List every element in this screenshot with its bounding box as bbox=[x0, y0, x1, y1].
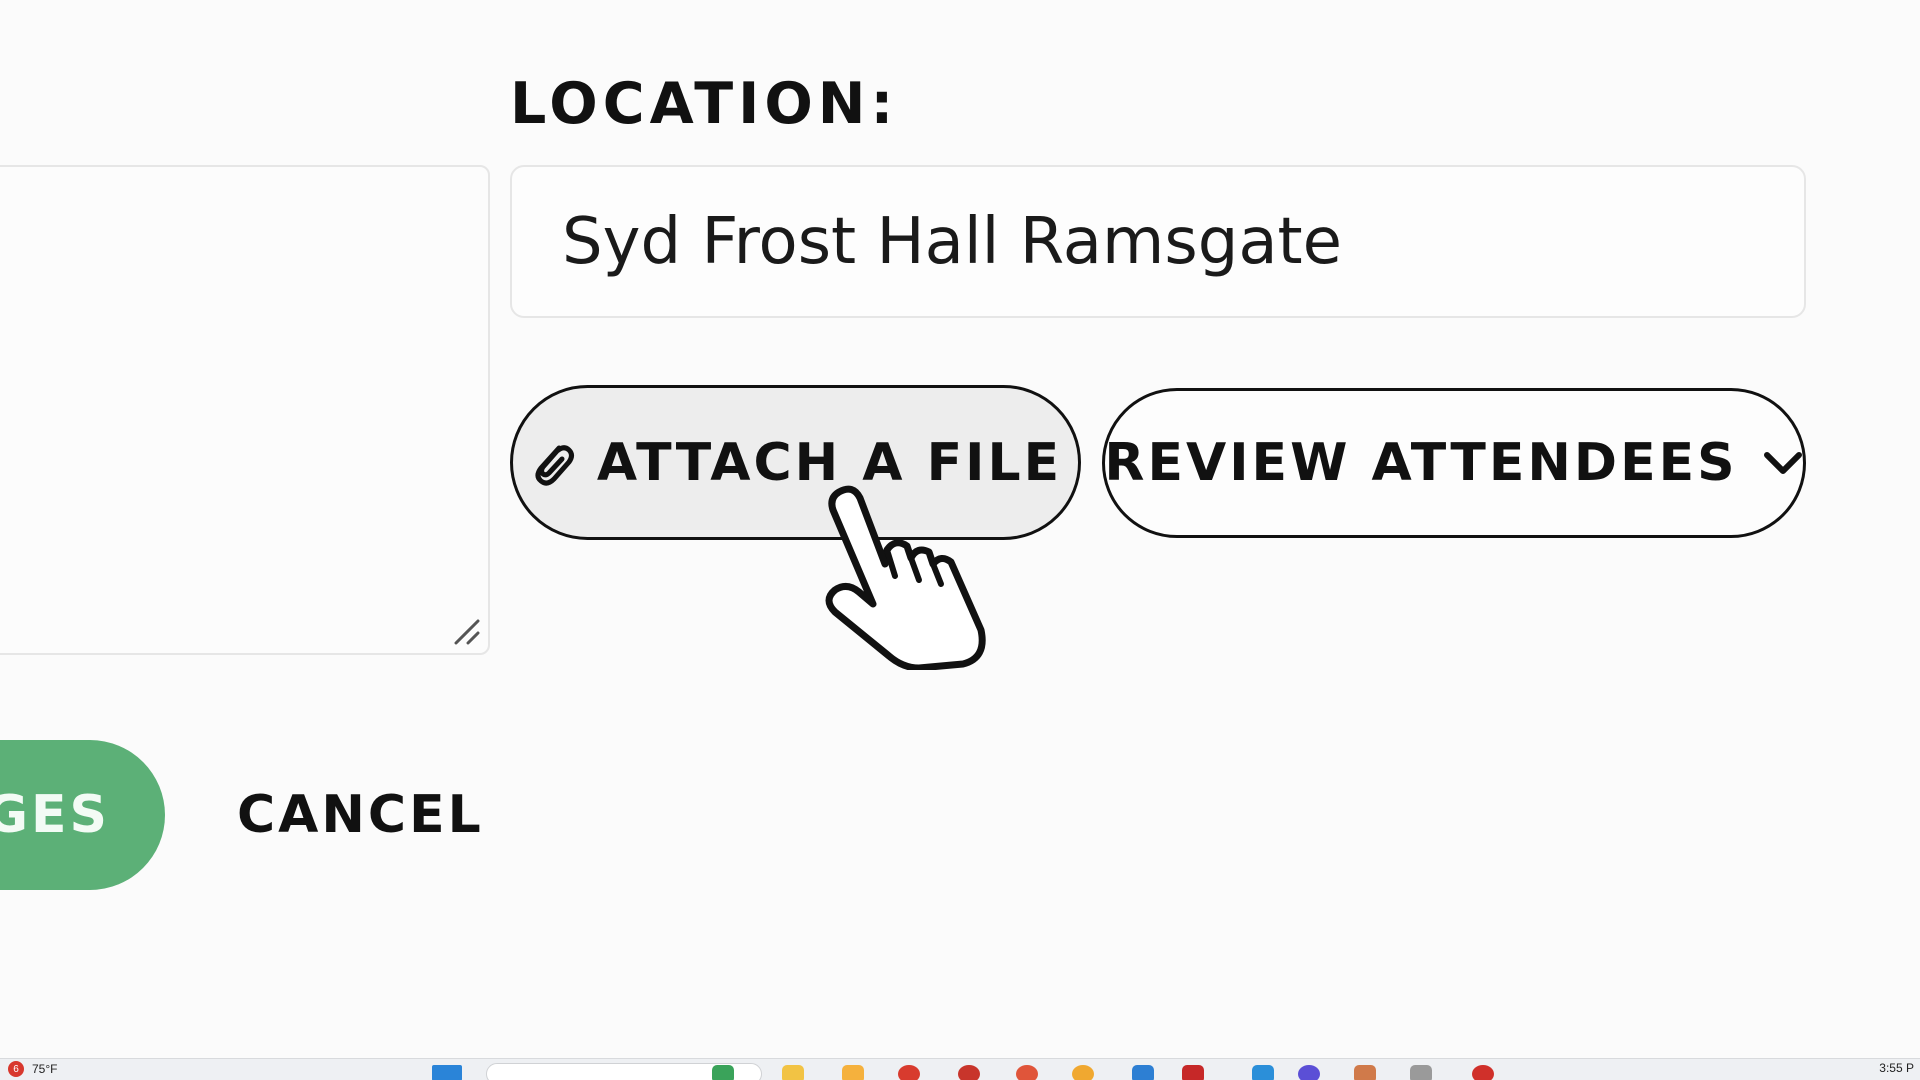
taskbar-app-icon[interactable] bbox=[1016, 1065, 1038, 1080]
attach-file-label: ATTACH A FILE bbox=[596, 432, 1063, 493]
resize-handle-icon[interactable] bbox=[452, 617, 482, 647]
taskbar-app-icon[interactable] bbox=[1472, 1065, 1494, 1080]
taskbar-app-icon[interactable] bbox=[958, 1065, 980, 1080]
taskbar-app-icon[interactable] bbox=[1252, 1065, 1274, 1080]
taskbar-app-icon[interactable] bbox=[898, 1065, 920, 1080]
taskbar-app-icon[interactable] bbox=[842, 1065, 864, 1080]
location-label: LOCATION: bbox=[510, 71, 899, 137]
notes-textarea[interactable] bbox=[0, 165, 490, 655]
chrome-icon[interactable] bbox=[1072, 1065, 1094, 1080]
taskbar-app-icon[interactable] bbox=[712, 1065, 734, 1080]
folder-icon[interactable] bbox=[782, 1065, 804, 1080]
location-input[interactable]: Syd Frost Hall Ramsgate bbox=[510, 165, 1806, 318]
taskbar-app-icon[interactable] bbox=[1354, 1065, 1376, 1080]
windows-start-icon[interactable] bbox=[432, 1065, 462, 1080]
notification-badge: 6 bbox=[8, 1061, 24, 1077]
weather-temperature: 75°F bbox=[32, 1062, 58, 1076]
taskbar-clock[interactable]: 3:55 P bbox=[1879, 1061, 1914, 1075]
review-attendees-label: REVIEW ATTENDEES bbox=[1104, 433, 1738, 493]
taskbar-app-icon[interactable] bbox=[1182, 1065, 1204, 1080]
taskbar-app-icon[interactable] bbox=[1132, 1065, 1154, 1080]
review-attendees-button[interactable]: REVIEW ATTENDEES bbox=[1102, 388, 1806, 538]
chevron-down-icon bbox=[1762, 448, 1804, 478]
taskbar: 6 75°F 3:55 P bbox=[0, 1058, 1920, 1080]
taskbar-weather[interactable]: 6 75°F bbox=[8, 1061, 57, 1077]
hand-pointer-icon bbox=[825, 485, 986, 670]
paperclip-icon bbox=[529, 438, 577, 488]
taskbar-search-input[interactable] bbox=[486, 1063, 762, 1080]
attach-file-button[interactable]: ATTACH A FILE bbox=[510, 385, 1081, 540]
location-input-value: Syd Frost Hall Ramsgate bbox=[562, 204, 1342, 279]
taskbar-app-icon[interactable] bbox=[1410, 1065, 1432, 1080]
save-changes-label: IGES bbox=[0, 785, 110, 845]
save-changes-button[interactable]: IGES bbox=[0, 740, 165, 890]
taskbar-app-icon[interactable] bbox=[1298, 1065, 1320, 1080]
cancel-button[interactable]: CANCEL bbox=[237, 785, 484, 845]
